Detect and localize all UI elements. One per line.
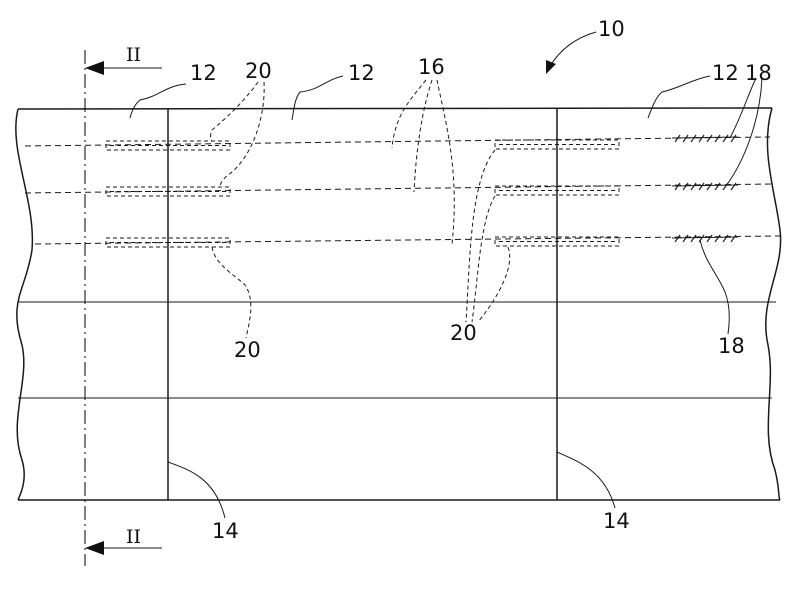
- label-sleeve-bottom: 20: [234, 338, 261, 362]
- label-sleeve-middle: 20: [450, 321, 477, 345]
- label-sleeve-top: 20: [245, 59, 272, 83]
- label-panel-middle: 12: [348, 61, 375, 85]
- label-section-top: II: [126, 44, 141, 66]
- label-seam-left: 14: [212, 519, 239, 543]
- sleeves-left: [105, 140, 231, 248]
- label-hatch-bottom: 18: [718, 334, 745, 358]
- label-panel-right: 12: [712, 61, 739, 85]
- label-lines: 16: [418, 55, 445, 79]
- label-seam-right: 14: [603, 509, 630, 533]
- hatched-regions: [671, 134, 739, 243]
- dashed-lines: [24, 136, 781, 245]
- sleeves-middle: [494, 139, 620, 247]
- label-panel-left: 12: [190, 61, 217, 85]
- label-section-bottom: II: [126, 526, 141, 548]
- label-assembly: 10: [598, 17, 625, 41]
- reference-labels: 10 12 12 12 20 16 18 20 20 18 14 14 II I…: [126, 17, 772, 548]
- seams: [167, 108, 558, 500]
- leader-lines: [129, 31, 763, 519]
- section-line: [84, 50, 162, 566]
- label-hatch-top: 18: [745, 61, 772, 85]
- belt-outline: [15, 107, 782, 501]
